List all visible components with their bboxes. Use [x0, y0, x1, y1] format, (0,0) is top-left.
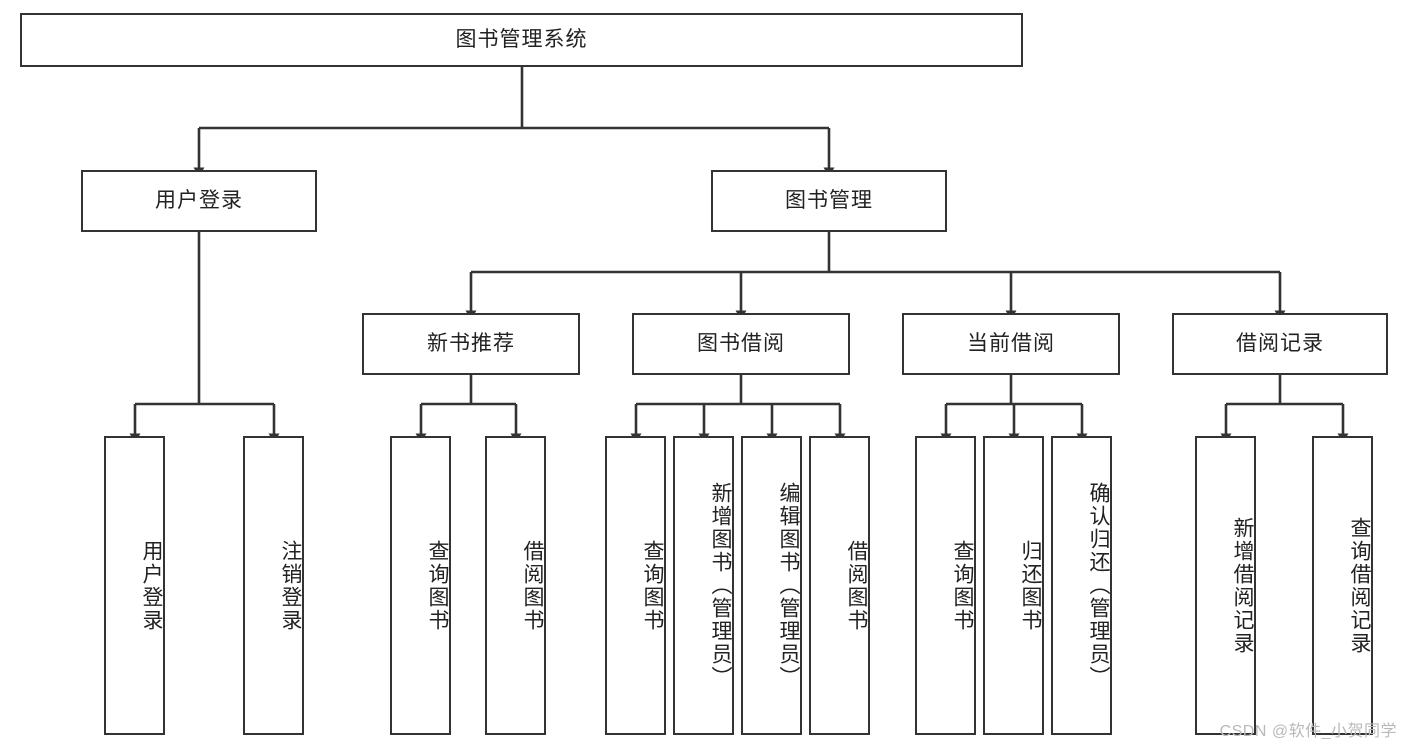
node-borrow-record[interactable]: 借阅记录 — [1172, 313, 1388, 375]
node-leaf-bb-add[interactable]: 新增图书（管理员） — [673, 436, 734, 735]
node-label: 图书管理 — [785, 188, 873, 212]
node-label: 图书借阅 — [697, 331, 785, 355]
connector-lines — [129, 67, 1349, 443]
node-label: 新增图书（管理员） — [709, 482, 732, 689]
node-leaf-bb-edit[interactable]: 编辑图书（管理员） — [741, 436, 802, 735]
node-user-login[interactable]: 用户登录 — [81, 170, 317, 232]
node-leaf-br-add[interactable]: 新增借阅记录 — [1195, 436, 1256, 735]
node-leaf-rec-query[interactable]: 查询图书 — [390, 436, 451, 735]
node-current-borrow[interactable]: 当前借阅 — [902, 313, 1120, 375]
node-label: 新增借阅记录 — [1231, 516, 1254, 655]
node-new-book-rec[interactable]: 新书推荐 — [362, 313, 580, 375]
node-book-manage[interactable]: 图书管理 — [711, 170, 947, 232]
node-label: 归还图书 — [1019, 539, 1042, 632]
node-label: 借阅图书 — [521, 539, 544, 632]
node-leaf-br-query[interactable]: 查询借阅记录 — [1312, 436, 1373, 735]
node-label: 查询图书 — [426, 539, 449, 632]
node-label: 查询图书 — [951, 539, 974, 632]
node-label: 图书管理系统 — [455, 27, 588, 51]
node-label: 用户登录 — [155, 188, 243, 212]
node-leaf-rec-borrow[interactable]: 借阅图书 — [485, 436, 546, 735]
node-label: 借阅记录 — [1236, 331, 1324, 355]
node-label: 查询借阅记录 — [1348, 516, 1371, 655]
node-leaf-logout[interactable]: 注销登录 — [243, 436, 304, 735]
node-label: 查询图书 — [641, 539, 664, 632]
watermark: CSDN @软件_小贺同学 — [1219, 723, 1397, 740]
node-leaf-cb-return[interactable]: 归还图书 — [983, 436, 1044, 735]
node-label: 确认归还（管理员） — [1087, 482, 1110, 689]
node-label: 编辑图书（管理员） — [777, 482, 800, 689]
node-label: 当前借阅 — [967, 331, 1055, 355]
node-book-borrow[interactable]: 图书借阅 — [632, 313, 850, 375]
node-label: 用户登录 — [140, 539, 163, 632]
node-label: 借阅图书 — [845, 539, 868, 632]
node-leaf-cb-confirm[interactable]: 确认归还（管理员） — [1051, 436, 1112, 735]
node-leaf-cb-query[interactable]: 查询图书 — [915, 436, 976, 735]
node-leaf-bb-borrow[interactable]: 借阅图书 — [809, 436, 870, 735]
node-leaf-user-login[interactable]: 用户登录 — [104, 436, 165, 735]
node-label: 新书推荐 — [427, 331, 515, 355]
node-leaf-bb-query[interactable]: 查询图书 — [605, 436, 666, 735]
node-label: 注销登录 — [279, 539, 302, 632]
node-root[interactable]: 图书管理系统 — [20, 13, 1023, 67]
